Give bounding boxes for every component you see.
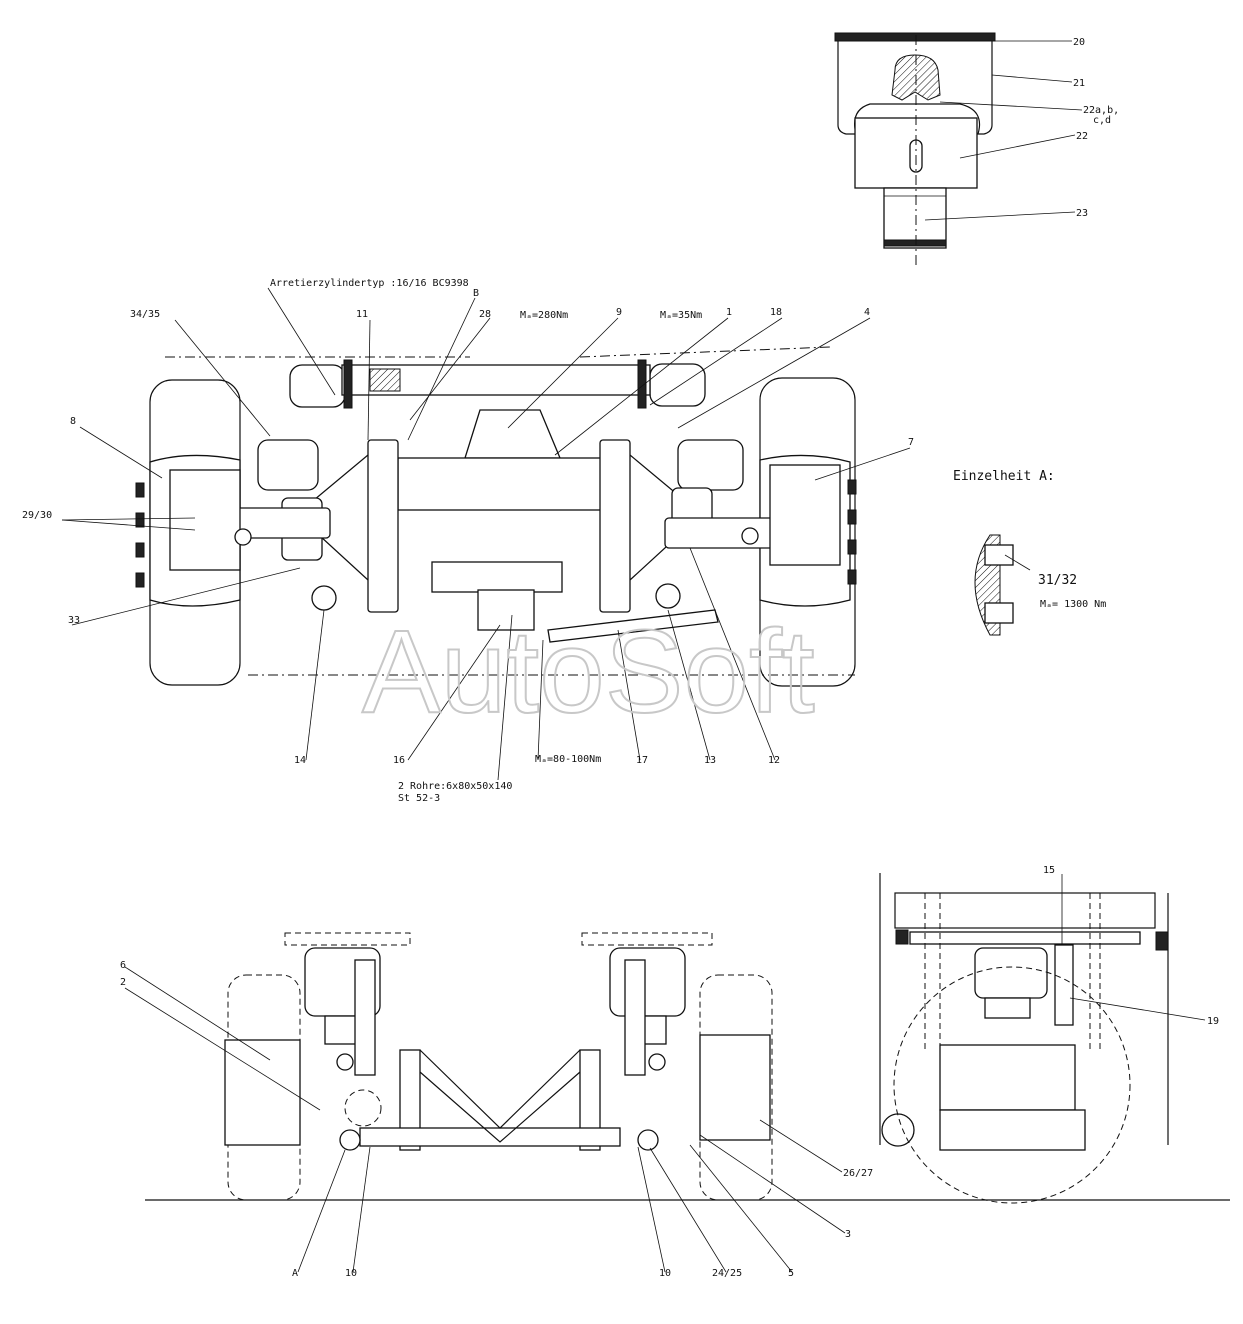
callout-10-left: 10 — [345, 1268, 357, 1279]
callout-24-25: 24/25 — [712, 1268, 742, 1279]
rear-view — [124, 932, 1230, 1273]
callout-10-right: 10 — [659, 1268, 671, 1279]
lift-axle-detail-view — [879, 873, 1206, 1204]
callout-2: 2 — [120, 977, 126, 988]
wheel-bolts-left — [135, 482, 145, 588]
callout-20: 20 — [1073, 37, 1085, 48]
callout-29-30: 29/30 — [22, 510, 52, 521]
cylinder-type-note: Arretierzylindertyp :16/16 BC9398 — [270, 278, 469, 289]
callout-11: 11 — [356, 309, 368, 320]
callout-7: 7 — [908, 437, 914, 448]
callout-numbers: 20 21 22a,b, c,d 22 23 B 28 11 34/35 9 1… — [22, 37, 1219, 1279]
callout-8: 8 — [70, 416, 76, 427]
callout-5: 5 — [788, 1268, 794, 1279]
callout-21: 21 — [1073, 78, 1085, 89]
callout-22abcd: 22a,b, — [1083, 105, 1119, 116]
pipes-note-line1: 2 Rohre:6x80x50x140 — [398, 781, 512, 792]
callout-14: 14 — [294, 755, 306, 766]
callout-13: 13 — [704, 755, 716, 766]
callout-31-32: 31/32 — [1038, 573, 1077, 588]
pipes-note-line2: St 52-3 — [398, 793, 440, 804]
callout-9: 9 — [616, 307, 622, 318]
callout-6: 6 — [120, 960, 126, 971]
callout-18: 18 — [770, 307, 782, 318]
plan-view — [61, 287, 911, 781]
callout-33: 33 — [68, 615, 80, 626]
watermark: AutoSoft — [362, 606, 815, 738]
callout-15: 15 — [1043, 865, 1055, 876]
callout-22abcd-2: c,d — [1093, 115, 1111, 126]
callout-28: 28 — [479, 309, 491, 320]
callout-b: B — [473, 288, 479, 299]
callout-23: 23 — [1076, 208, 1088, 219]
callout-34-35: 34/35 — [130, 309, 160, 320]
callout-16: 16 — [393, 755, 405, 766]
callout-a: A — [292, 1268, 298, 1279]
annotation-texts: Arretierzylindertyp :16/16 BC9398 Mₐ=280… — [270, 278, 1106, 804]
callout-19: 19 — [1207, 1016, 1219, 1027]
air-spring-section-view — [834, 32, 1083, 268]
callout-12: 12 — [768, 755, 780, 766]
callout-17: 17 — [636, 755, 648, 766]
callout-22: 22 — [1076, 131, 1088, 142]
torque-note-31: Mₐ= 1300 Nm — [1040, 599, 1106, 610]
callout-26-27: 26/27 — [843, 1168, 873, 1179]
callout-3: 3 — [845, 1229, 851, 1240]
wheel-bolts-right — [847, 479, 857, 585]
torque-note-9: Mₐ=280Nm — [520, 310, 568, 321]
torque-note-17: Mₐ=80-100Nm — [535, 754, 601, 765]
callout-1: 1 — [726, 307, 732, 318]
detail-a-drawing — [974, 534, 1031, 636]
detail-heading: Einzelheit A: — [953, 469, 1055, 484]
torque-note-1: Mₐ=35Nm — [660, 310, 702, 321]
callout-4: 4 — [864, 307, 870, 318]
